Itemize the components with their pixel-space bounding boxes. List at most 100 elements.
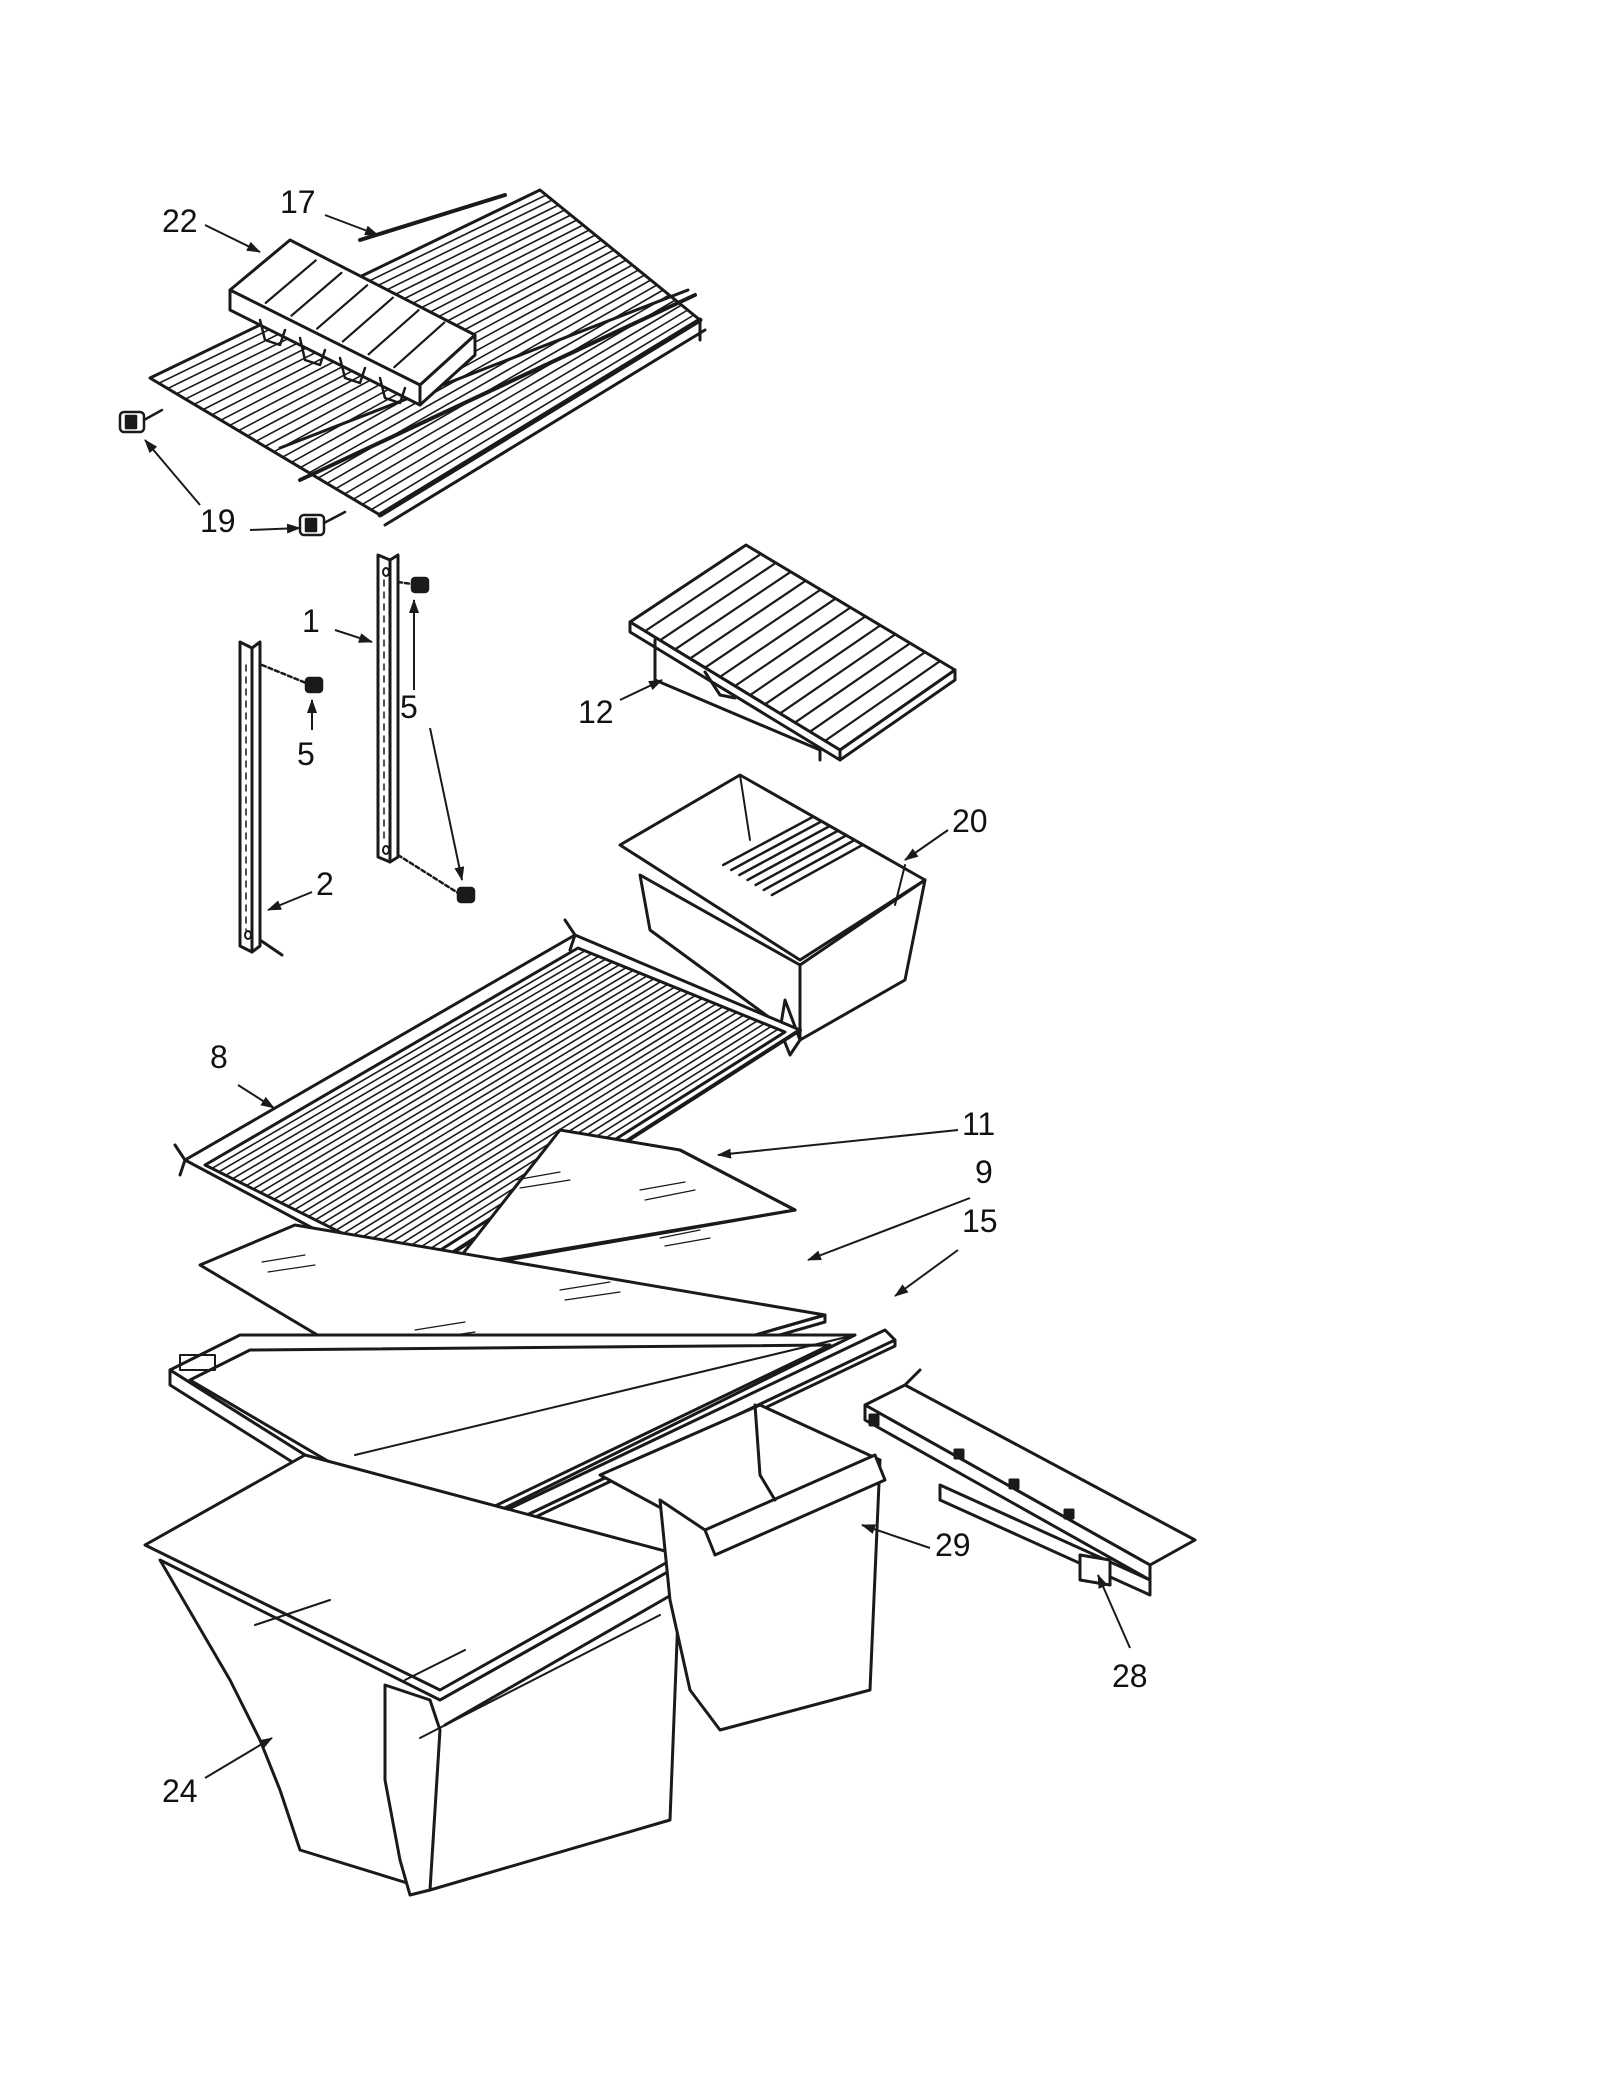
shelf-wire <box>307 989 683 1218</box>
callout-29: 29 <box>935 1527 971 1563</box>
callout-15: 15 <box>962 1203 998 1239</box>
callout-1: 1 <box>302 603 320 639</box>
leader-1 <box>334 629 373 643</box>
leader-24 <box>204 1737 273 1779</box>
callout-9: 9 <box>975 1154 993 1190</box>
leader-2 <box>267 891 313 911</box>
cover-slat <box>733 606 852 688</box>
callout-20: 20 <box>952 803 988 839</box>
shelf-wire <box>300 986 676 1214</box>
drawer-rib <box>746 829 839 882</box>
cover-slat <box>673 570 792 651</box>
drawer-ribs <box>721 815 864 897</box>
shelf-wire <box>349 1005 724 1238</box>
cover-slat <box>718 597 837 678</box>
leader-11 <box>717 1129 959 1159</box>
callout-11: 11 <box>962 1106 995 1142</box>
callout-28: 28 <box>1112 1658 1148 1694</box>
shelf-wire <box>328 997 704 1228</box>
callout-24: 24 <box>162 1773 198 1809</box>
callout-8: 8 <box>210 1039 228 1075</box>
tray-divider <box>316 284 369 330</box>
screw-middle <box>260 663 324 694</box>
leader-20 <box>904 829 949 861</box>
shelf-wires <box>211 949 779 1266</box>
leader-8 <box>237 1084 275 1109</box>
shelf-wire <box>342 1003 717 1235</box>
drawer-rib <box>738 825 831 877</box>
refrigerator-wire-shelf <box>173 918 802 1282</box>
shelf-wire <box>286 980 662 1207</box>
leader-12 <box>619 679 663 701</box>
cover-slat <box>808 651 927 733</box>
callout-labels: 22 17 19 1 5 5 2 12 20 8 11 9 15 29 28 2… <box>162 184 1148 1809</box>
shelf-wire <box>352 304 683 500</box>
shelf-support-rail-left <box>238 640 284 957</box>
cover-slat <box>658 561 777 642</box>
leader-22 <box>204 224 261 253</box>
shelf-wire <box>245 963 621 1187</box>
shelf-wire <box>314 991 690 1221</box>
screw-upper <box>396 576 430 594</box>
tray-divider <box>367 309 420 356</box>
drawer-rib <box>770 844 864 897</box>
leader-5-lower <box>429 727 465 881</box>
callout-17: 17 <box>280 184 316 220</box>
drawer-rib <box>762 839 855 892</box>
shelf-wire <box>335 1000 710 1232</box>
cover-slat <box>823 659 942 742</box>
meat-drawer <box>618 773 927 1057</box>
leader-29 <box>861 1524 931 1549</box>
shelf-wire <box>343 299 677 495</box>
cover-slat <box>778 633 897 715</box>
tray-divider <box>341 296 394 343</box>
drawer-rib <box>730 820 823 872</box>
cover-slat <box>688 579 807 660</box>
shelf-wire <box>273 975 648 1201</box>
shelf-end-cap-upper <box>118 408 164 434</box>
shelf-support-rail-right <box>376 553 400 864</box>
cover-slat <box>793 642 912 724</box>
shelf-wire <box>252 966 628 1190</box>
shelf-wire <box>266 972 641 1197</box>
leader-15 <box>894 1249 959 1297</box>
drawer-rib <box>754 834 847 887</box>
tray-divider <box>393 321 446 369</box>
shelf-wire <box>238 961 614 1183</box>
tray-divider <box>290 271 343 317</box>
crisper-drawer-left <box>143 1453 682 1897</box>
shelf-wire <box>211 949 586 1170</box>
screw-lower <box>396 853 476 904</box>
shelf-wire <box>370 314 695 511</box>
leader-28 <box>1097 1574 1131 1649</box>
shelf-wire <box>299 274 646 469</box>
cover-slat <box>748 615 867 697</box>
pan-cover <box>628 543 957 762</box>
callout-2: 2 <box>316 866 334 902</box>
ice-cube-tray <box>228 238 477 407</box>
callout-22: 22 <box>162 203 198 239</box>
callout-5-left: 5 <box>297 736 315 772</box>
leader-9 <box>807 1197 971 1261</box>
drawer-rib <box>721 815 815 867</box>
leader-19-upper <box>144 439 201 506</box>
shelf-wire <box>355 1008 731 1242</box>
leader-17 <box>324 214 379 236</box>
shelf-wire <box>280 977 655 1204</box>
shelf-wire <box>290 269 640 464</box>
control-housing <box>863 1368 1197 1597</box>
cover-slats <box>643 552 942 742</box>
callout-19: 19 <box>200 503 236 539</box>
tray-cells <box>264 259 446 369</box>
shelf-wire <box>218 952 593 1173</box>
shelf-wire <box>361 309 689 506</box>
callout-12: 12 <box>578 694 614 730</box>
crisper-drawer-right <box>598 1403 887 1732</box>
leader-19-lower <box>249 523 301 534</box>
shelf-end-cap-lower <box>298 510 347 537</box>
callout-5-right: 5 <box>400 689 418 725</box>
leader-lines <box>144 214 1131 1779</box>
cover-slat <box>763 624 882 706</box>
cover-slat <box>643 552 763 633</box>
shelf-wire <box>259 969 635 1194</box>
